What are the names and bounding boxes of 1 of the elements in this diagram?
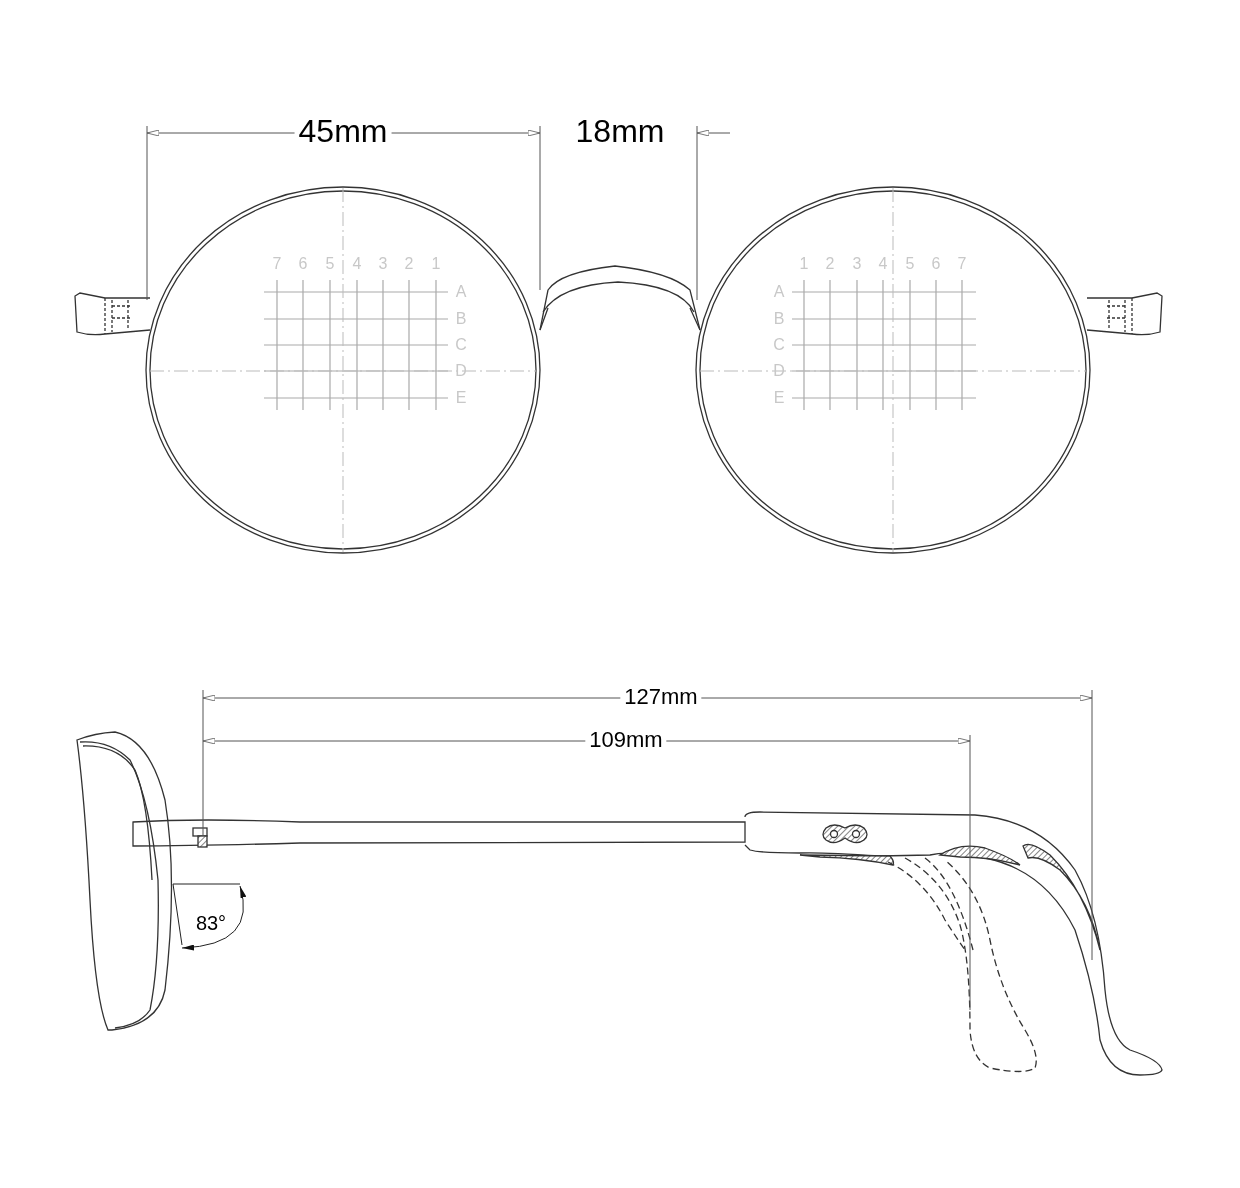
angle-label: 83° [195, 913, 227, 933]
